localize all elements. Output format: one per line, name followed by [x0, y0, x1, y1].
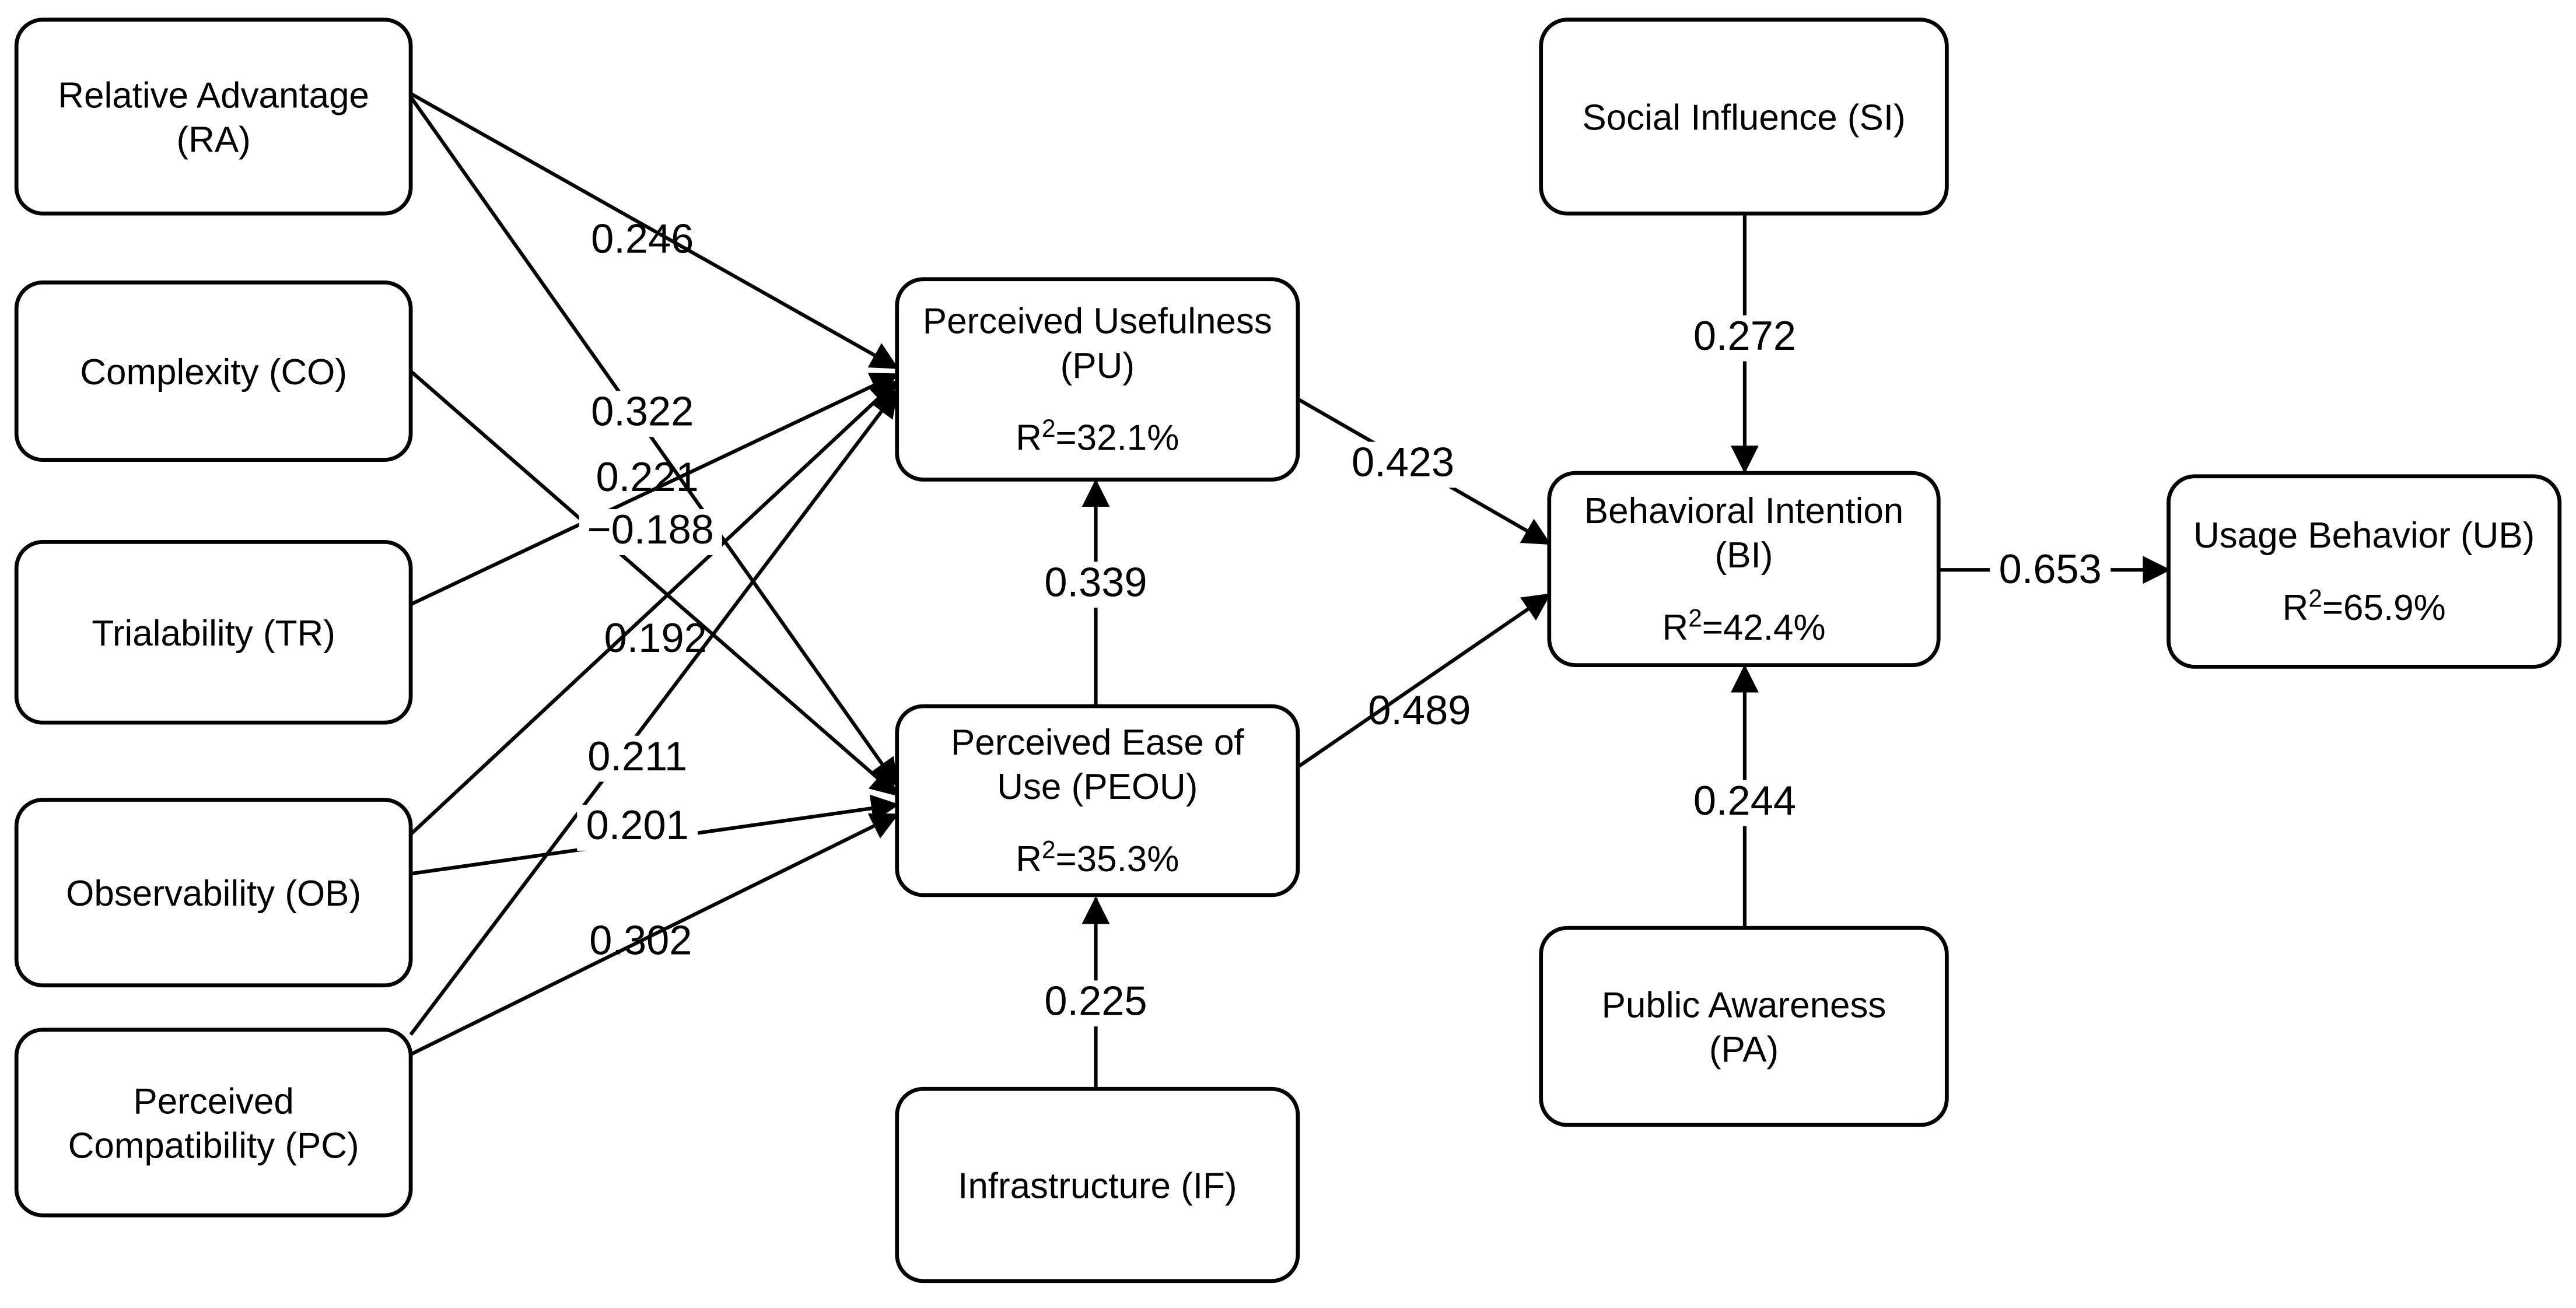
edge-label-TR-PU: 0.221 [596, 454, 699, 500]
edge-label-PA-BI: 0.244 [1693, 777, 1796, 823]
node-box-TR [14, 540, 413, 725]
node-box-CO [14, 280, 413, 462]
node-BI: Behavioral Intention(BI) R2=42.4% [1547, 471, 1941, 667]
node-label-RA-line0: Relative Advantage [58, 75, 369, 115]
node-label-PC-line0: Perceived [133, 1081, 293, 1121]
node-label-UB-line0: Usage Behavior (UB) [2193, 516, 2535, 556]
edge-label-bg-RA-PEOU [582, 391, 703, 437]
node-box-PEOU [895, 704, 1300, 897]
edge-label-SI-BI: 0.272 [1693, 313, 1796, 359]
node-r2-PEOU: R2=35.3% [1016, 836, 1179, 880]
node-label-PC-line1: Compatibility (PC) [68, 1125, 359, 1166]
node-box-RA [14, 17, 413, 216]
edge-label-PEOU-PU: 0.339 [1044, 559, 1147, 605]
edge-PC-PU [409, 389, 899, 1036]
node-box-PC [14, 1028, 413, 1218]
edge-label-bg-PA-BI [1684, 780, 1805, 826]
edge-PEOU-BI [1297, 592, 1551, 769]
node-r2-PU: R2=32.1% [1016, 415, 1179, 458]
node-label-PA-line1: (PA) [1709, 1030, 1779, 1070]
node-label-PEOU-line0: Perceived Ease of [951, 723, 1244, 763]
node-box-BI [1547, 471, 1941, 667]
edge-label-bg-OB-PEOU [577, 804, 698, 851]
edge-label-bg-PU-BI [1342, 441, 1464, 488]
node-label-TR-line0: Trialability (TR) [92, 613, 335, 654]
edge-label-bg-IF-PEOU [1035, 980, 1156, 1027]
edge-RA-PEOU [409, 96, 899, 787]
edge-label-bg-CO-PEOU [579, 509, 722, 555]
edge-label-CO-PEOU: −0.188 [587, 506, 714, 552]
node-box-IF [895, 1086, 1300, 1284]
edge-label-OB-PU: 0.192 [604, 615, 707, 661]
node-UB: Usage Behavior (UB) R2=65.9% [2166, 474, 2562, 669]
edge-OB-PU [409, 379, 899, 836]
edge-label-RA-PU: 0.246 [591, 216, 694, 262]
edge-RA-PU [410, 92, 900, 370]
node-label-SI-line0: Social Influence (SI) [1582, 97, 1905, 138]
node-label-CO-line0: Complexity (CO) [80, 352, 347, 392]
node-box-PU [895, 277, 1300, 482]
node-box-UB [2166, 474, 2562, 669]
node-box-PA [1539, 925, 1949, 1127]
edge-label-BI-UB: 0.653 [1999, 546, 2102, 592]
edge-PC-PEOU [410, 813, 900, 1056]
node-OB: Observability (OB) [14, 798, 413, 988]
edge-TR-PU [410, 373, 900, 606]
node-label-IF-line0: Infrastructure (IF) [958, 1166, 1237, 1206]
node-CO: Complexity (CO) [14, 280, 413, 462]
node-box-OB [14, 798, 413, 988]
edge-label-PU-BI: 0.423 [1352, 439, 1454, 485]
edge-label-PC-PEOU: 0.302 [589, 917, 692, 963]
node-label-BI-line0: Behavioral Intention [1584, 491, 1904, 531]
edge-label-PC-PU: 0.211 [587, 733, 687, 779]
node-label-PEOU-line1: Use (PEOU) [997, 767, 1198, 807]
edge-CO-PEOU [410, 370, 899, 797]
node-PU: Perceived Usefulness(PU) R2=32.1% [895, 277, 1300, 482]
edge-label-IF-PEOU: 0.225 [1044, 977, 1147, 1023]
node-r2-UB: R2=65.9% [2283, 585, 2446, 629]
node-PA: Public Awareness(PA) [1539, 925, 1949, 1127]
node-label-PU-line1: (PU) [1060, 346, 1135, 386]
edge-label-RA-PEOU: 0.322 [591, 388, 694, 434]
edge-label-OB-PEOU: 0.201 [586, 802, 689, 848]
node-RA: Relative Advantage (RA) [14, 17, 413, 216]
node-box-SI [1539, 17, 1949, 216]
node-label-OB-line0: Observability (OB) [66, 874, 361, 914]
node-label-PU-line0: Perceived Usefulness [923, 301, 1272, 342]
edge-label-bg-PC-PU [577, 735, 698, 782]
edge-label-bg-SI-BI [1684, 315, 1805, 362]
node-SI: Social Influence (SI) [1539, 17, 1949, 216]
node-r2-BI: R2=42.4% [1662, 604, 1826, 648]
node-label-RA-line1: (RA) [176, 120, 250, 160]
nodes-layer: Relative Advantage (RA) Complexity (CO) Tri… [14, 17, 2562, 1284]
node-TR: Trialability (TR) [14, 540, 413, 725]
edge-label-bg-BI-UB [1990, 548, 2111, 595]
edge-label-PEOU-BI: 0.489 [1368, 687, 1471, 733]
node-label-PA-line0: Public Awareness [1602, 986, 1887, 1026]
node-label-BI-line1: (BI) [1715, 535, 1773, 576]
edge-labels-layer: 0.246 0.322 0.221 −0.188 0.192 0.211 0.201 0.30… [577, 216, 2111, 1027]
node-IF: Infrastructure (IF) [895, 1086, 1300, 1284]
edge-label-bg-PEOU-PU [1035, 562, 1156, 608]
